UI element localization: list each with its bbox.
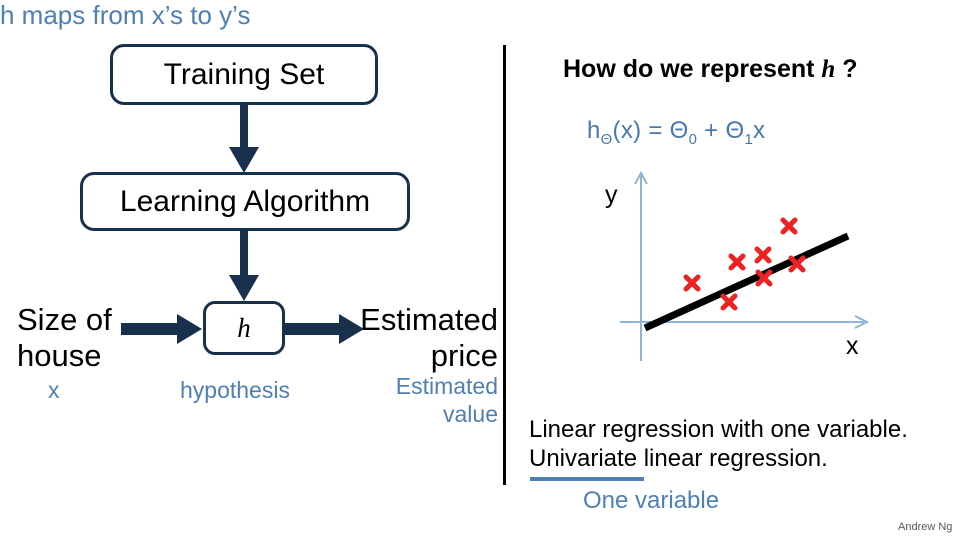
training-set-box[interactable]: Training Set bbox=[110, 44, 378, 105]
question-suffix: ? bbox=[835, 55, 858, 83]
y-axis-label: y bbox=[605, 181, 618, 209]
univariate-underline bbox=[530, 477, 644, 481]
arrow-training-to-learning bbox=[229, 103, 259, 173]
data-marker bbox=[788, 255, 806, 273]
formula-x: x bbox=[753, 117, 766, 144]
summary-line-1: Linear regression with one variable. bbox=[529, 416, 908, 443]
summary-text: Linear regression with one variable. Uni… bbox=[529, 415, 908, 473]
one-variable-annotation: One variable bbox=[583, 487, 720, 514]
output-label-line2: price bbox=[430, 338, 498, 373]
arrow-h-to-output bbox=[285, 314, 364, 344]
represent-question-heading: How do we represent h ? bbox=[563, 55, 858, 84]
data-marker bbox=[780, 217, 798, 235]
question-prefix: How do we represent bbox=[563, 55, 822, 83]
arrow-learning-to-h bbox=[229, 229, 259, 301]
question-italic-h: h bbox=[821, 56, 836, 83]
data-marker bbox=[683, 274, 701, 292]
data-marker bbox=[720, 293, 738, 311]
vertical-divider bbox=[503, 45, 506, 485]
output-variable-label: Estimated value bbox=[360, 372, 498, 428]
data-marker bbox=[755, 269, 773, 287]
training-set-label: Training Set bbox=[163, 57, 325, 91]
formula-theta1-subscript: 1 bbox=[744, 131, 754, 148]
input-label-line2: house bbox=[17, 338, 102, 373]
formula-h: h bbox=[587, 117, 601, 144]
formula-theta-subscript: Θ bbox=[600, 131, 613, 148]
data-marker bbox=[728, 253, 746, 271]
h-maps-caption: h maps from x’s to y’s bbox=[0, 0, 251, 30]
formula-theta0: Θ bbox=[669, 117, 689, 144]
output-label: Estimated price bbox=[360, 302, 498, 374]
formula-theta0-subscript: 0 bbox=[688, 131, 698, 148]
learning-algorithm-label: Learning Algorithm bbox=[119, 184, 371, 218]
arrow-input-to-h bbox=[121, 314, 202, 344]
formula-plus: + bbox=[697, 117, 726, 144]
data-marker bbox=[754, 246, 772, 264]
input-variable-label: x bbox=[48, 377, 60, 403]
hypothesis-box-label: h bbox=[237, 312, 251, 343]
output-variable-line2: value bbox=[443, 401, 498, 427]
output-label-line1: Estimated bbox=[360, 302, 498, 337]
summary-line-2: Univariate linear regression. bbox=[529, 445, 828, 472]
x-axis-label: x bbox=[846, 332, 859, 360]
y-axis bbox=[634, 170, 648, 361]
output-variable-line1: Estimated bbox=[395, 373, 498, 399]
scatter-plot bbox=[620, 170, 870, 361]
data-markers bbox=[683, 217, 806, 311]
author-credit: Andrew Ng bbox=[898, 521, 953, 533]
formula-theta1: Θ bbox=[725, 117, 745, 144]
hypothesis-box[interactable]: h bbox=[203, 301, 285, 355]
hypothesis-sub-label: hypothesis bbox=[180, 377, 290, 403]
regression-line bbox=[643, 232, 850, 332]
formula-of-x-equals: (x) = bbox=[612, 117, 670, 144]
input-label: Size of house bbox=[17, 302, 112, 374]
learning-algorithm-box[interactable]: Learning Algorithm bbox=[80, 172, 410, 231]
input-label-line1: Size of bbox=[17, 302, 112, 337]
hypothesis-formula: hΘ(x) = Θ0 + Θ1x bbox=[587, 117, 765, 148]
